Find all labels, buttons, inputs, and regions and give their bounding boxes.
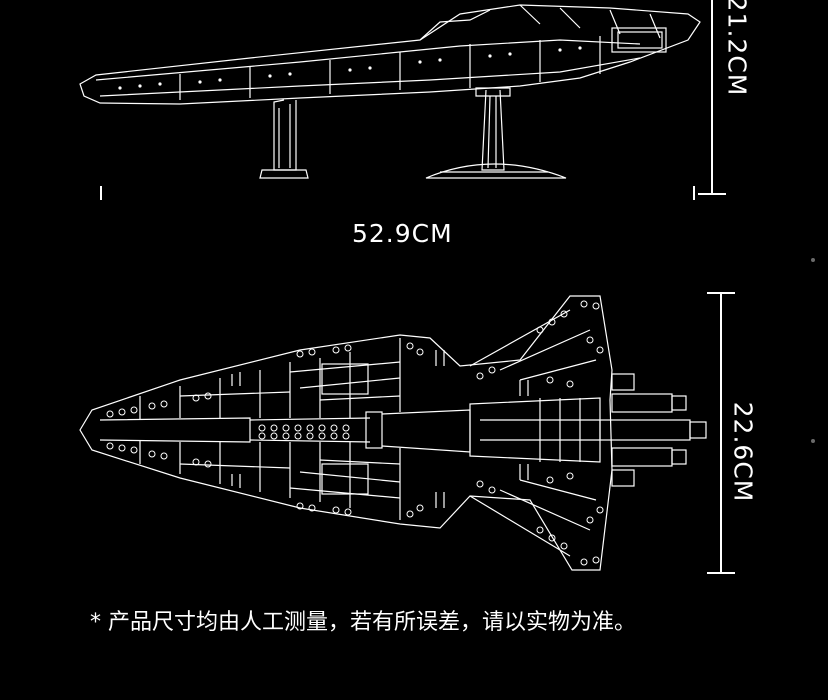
edge-dot-icon (811, 439, 815, 443)
measurement-disclaimer: * 产品尺寸均由人工测量，若有所误差，请以实物为准。 (90, 610, 636, 635)
top-view-drawing (79, 292, 735, 574)
length-dimension-label: 52.9CM (352, 219, 453, 248)
top-width-dimension-label: 22.6CM (728, 401, 758, 503)
edge-dot-icon (811, 258, 815, 262)
side-view-drawing (79, 0, 726, 200)
